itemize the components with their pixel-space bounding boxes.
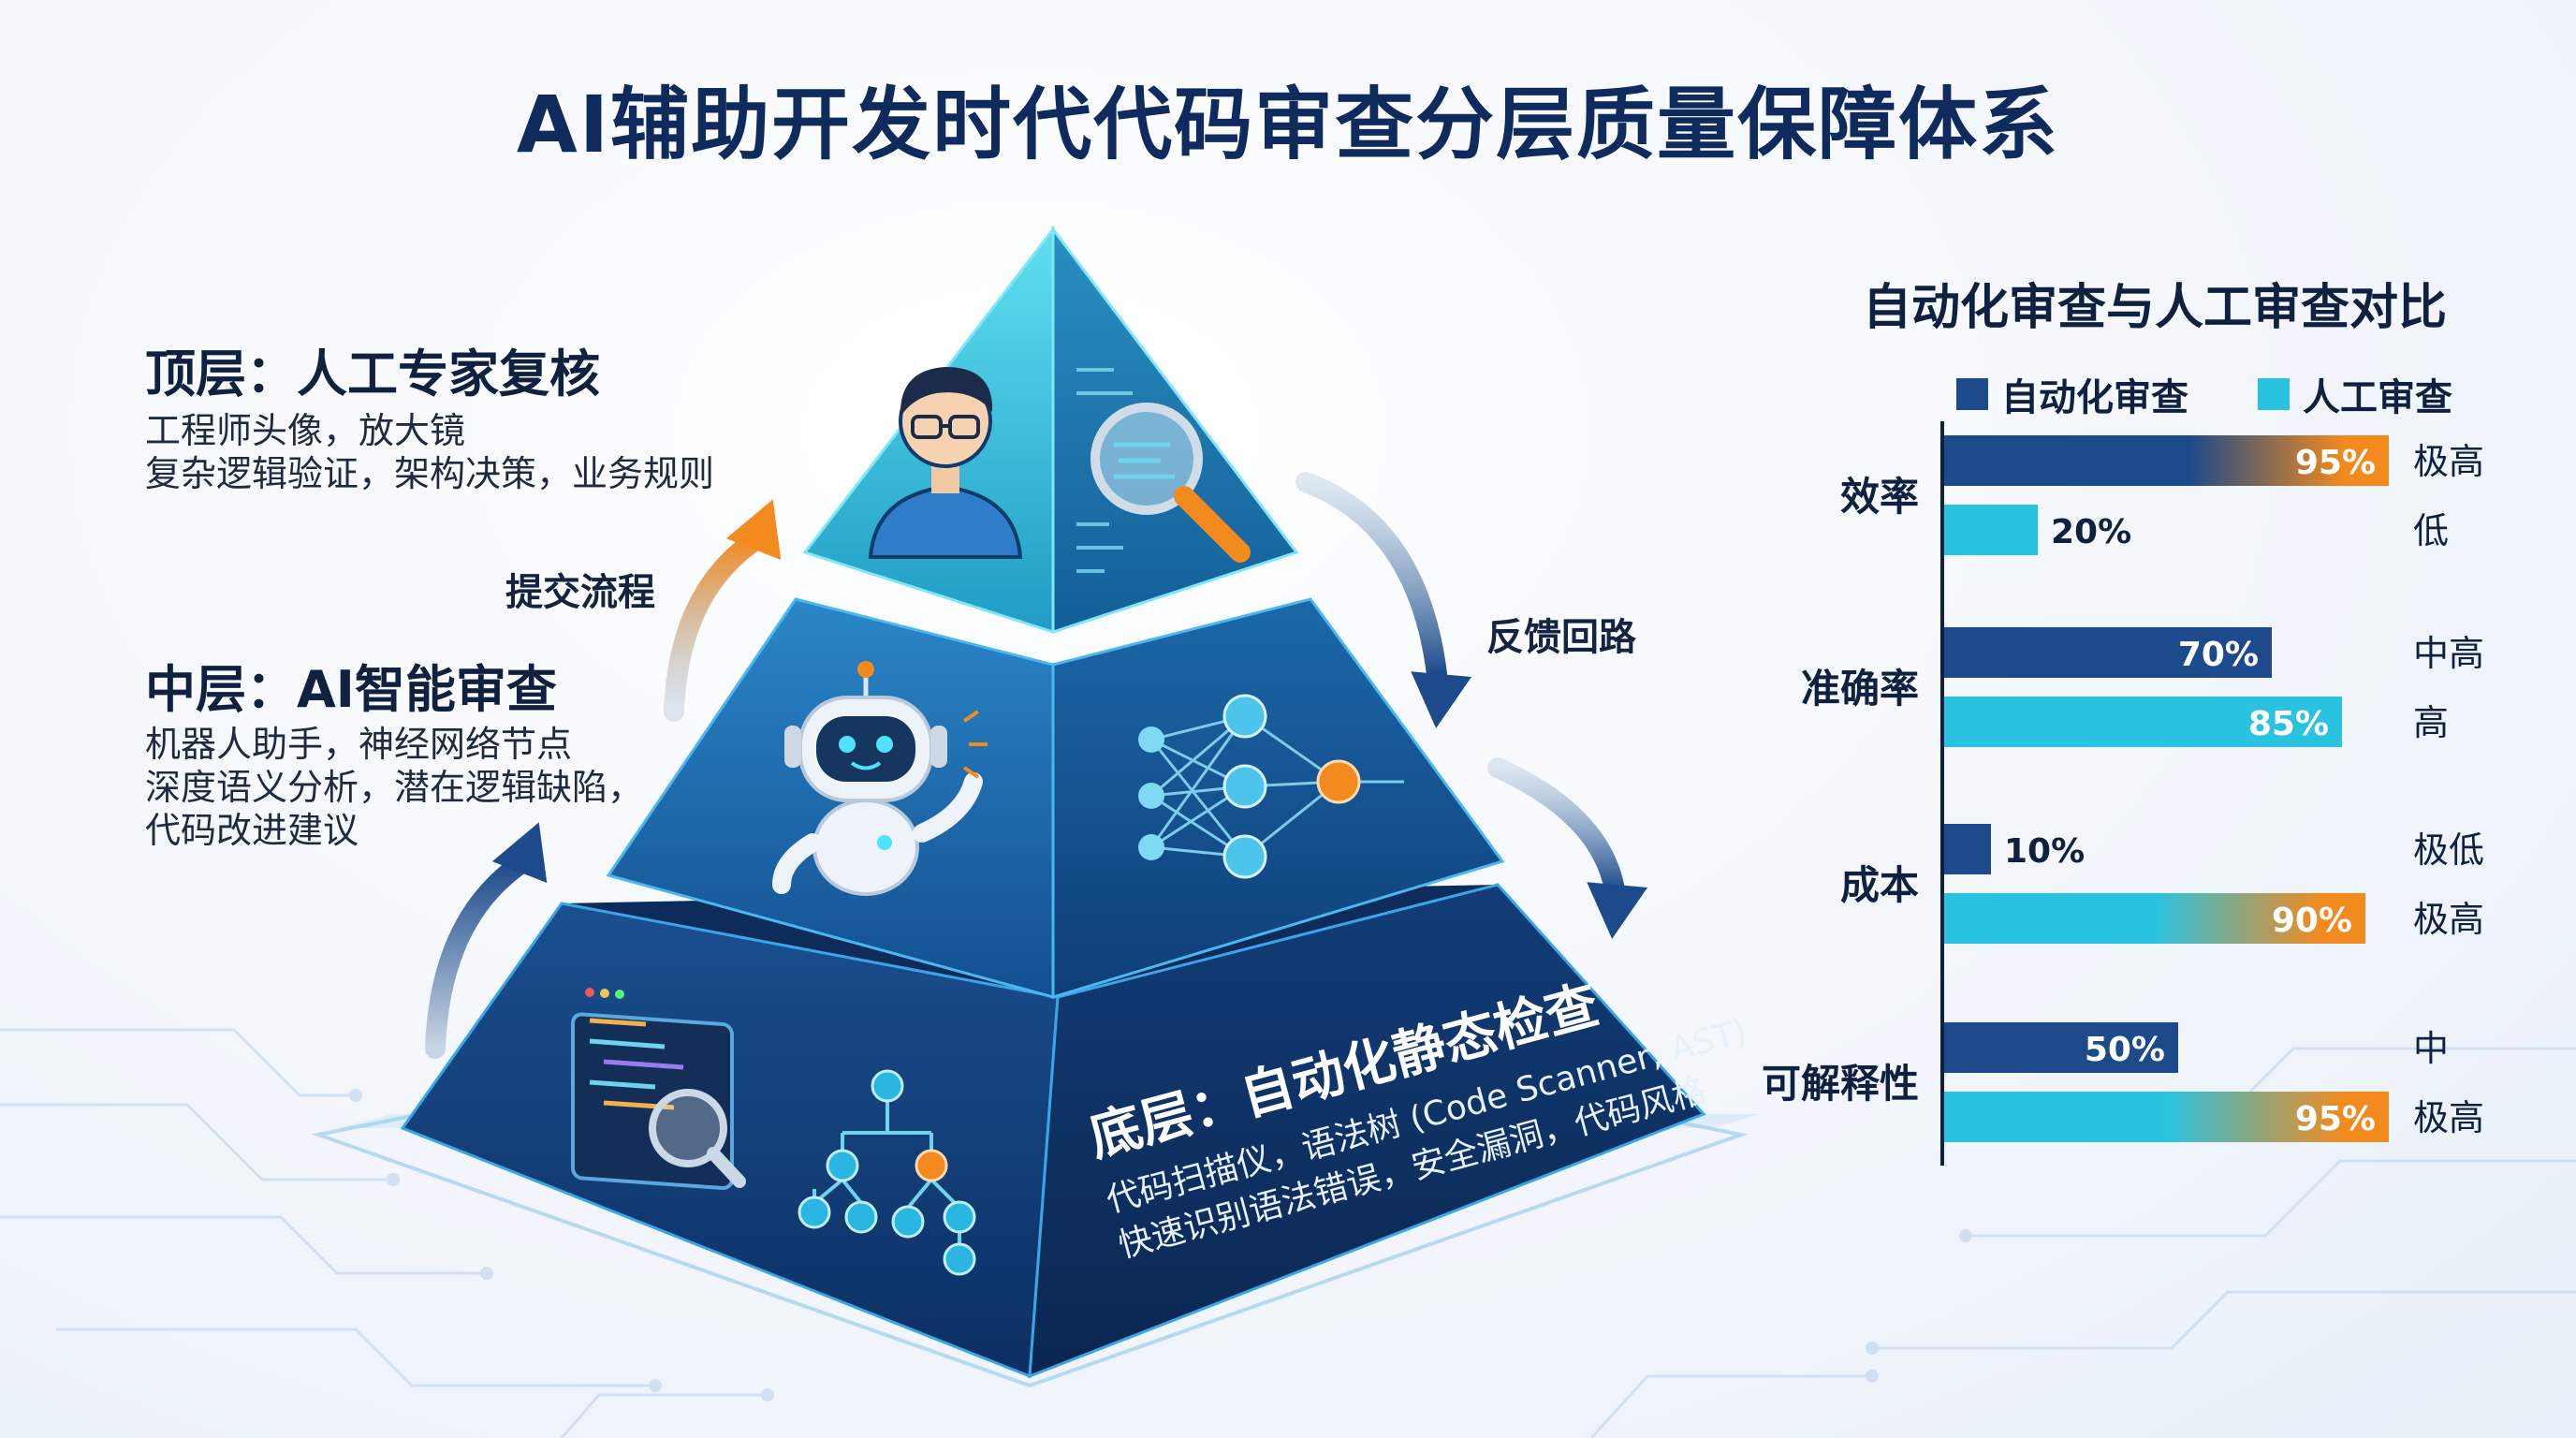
submit-flow-label: 提交流程 — [505, 571, 655, 614]
circuit-node — [1959, 1229, 1972, 1242]
bar-rating-label: 中高 — [2413, 633, 2484, 674]
page-title: AI辅助开发时代代码审查分层质量保障体系 — [516, 79, 2060, 170]
bar-manual — [1944, 697, 2342, 747]
feedback-loop-arrow-lower — [1487, 757, 1648, 939]
syntax-tree-icon — [798, 1069, 976, 1276]
bar-manual — [1944, 505, 2038, 555]
bar-value-label: 95% — [2295, 444, 2376, 482]
circuit-trace — [1966, 1159, 2576, 1238]
code-scanner-icon — [571, 988, 746, 1191]
circuit-trace — [1872, 1290, 2576, 1350]
circuit-trace — [0, 1215, 487, 1275]
feedback-loop-arrow-upper — [1295, 472, 1472, 728]
bar-value-label: 20% — [2051, 513, 2131, 551]
category-label: 成本 — [1840, 862, 1919, 908]
top-layer-desc-2: 复杂逻辑验证，架构决策，业务规则 — [145, 453, 715, 494]
bar-value-label: 70% — [2178, 636, 2259, 674]
bar-value-label: 85% — [2248, 705, 2329, 743]
circuit-node — [349, 1089, 362, 1102]
bar-value-label: 95% — [2295, 1100, 2376, 1138]
circuit-node — [387, 1173, 400, 1186]
engineer-avatar-icon — [868, 367, 1023, 559]
category-label: 效率 — [1840, 474, 1919, 520]
legend-auto: 自动化审查 — [1956, 367, 2188, 421]
bar-value-label: 50% — [2085, 1031, 2165, 1069]
category-label: 可解释性 — [1762, 1061, 1919, 1107]
top-layer-title: 顶层：人工专家复核 — [145, 345, 600, 404]
bar-value-label: 90% — [2272, 902, 2352, 940]
submit-flow-arrow-lower — [425, 822, 548, 1059]
category-label: 准确率 — [1801, 666, 1919, 712]
bar-auto — [1944, 824, 1991, 874]
bar-rating-label: 极低 — [2413, 829, 2484, 871]
circuit-node — [761, 1388, 774, 1401]
bar-value-label: 10% — [2004, 832, 2085, 871]
bar-auto — [1944, 1022, 2178, 1073]
bar-auto — [1944, 627, 2272, 678]
bar-auto — [1944, 435, 2389, 486]
circuit-trace — [0, 1028, 356, 1097]
middle-layer-title: 中层：AI智能审查 — [145, 660, 557, 719]
middle-layer-desc-3: 代码改进建议 — [145, 810, 359, 851]
bar-rating-label: 低 — [2413, 510, 2449, 551]
robot-icon — [772, 661, 988, 896]
bar-rating-label: 极高 — [2413, 899, 2484, 940]
submit-flow-arrow-upper — [664, 499, 782, 722]
neural-network-icon — [1138, 694, 1404, 879]
circuit-node — [480, 1267, 493, 1280]
circuit-trace — [560, 1393, 768, 1438]
middle-layer-desc-1: 机器人助手，神经网络节点 — [145, 724, 573, 765]
circuit-trace — [56, 1328, 655, 1387]
bar-manual — [1944, 1092, 2389, 1142]
chart-title: 自动化审查与人工审查对比 — [1863, 280, 2448, 336]
bar-manual — [1944, 893, 2365, 944]
legend-auto-label: 自动化审查 — [2001, 376, 2188, 419]
circuit-node — [1866, 1370, 1879, 1383]
legend-manual: 人工审查 — [2258, 367, 2452, 421]
bar-rating-label: 中 — [2413, 1028, 2449, 1069]
magnifier-icon — [1090, 403, 1251, 563]
legend-manual-swatch — [2258, 378, 2290, 410]
circuit-node — [649, 1379, 662, 1392]
circuit-node — [1866, 1342, 1879, 1355]
code-lines-decoration — [1076, 368, 1133, 573]
circuit-trace — [0, 1103, 393, 1181]
top-layer-desc-1: 工程师头像，放大镜 — [145, 410, 466, 451]
bar-rating-label: 高 — [2413, 702, 2449, 743]
bar-rating-label: 极高 — [2413, 1097, 2484, 1138]
legend-auto-swatch — [1956, 378, 1988, 410]
legend-manual-label: 人工审查 — [2303, 376, 2452, 419]
bar-rating-label: 极高 — [2413, 441, 2484, 482]
middle-layer-desc-2: 深度语义分析，潜在逻辑缺陷， — [145, 767, 644, 808]
feedback-loop-label: 反馈回路 — [1486, 616, 1636, 659]
circuit-trace — [1589, 1374, 1872, 1438]
